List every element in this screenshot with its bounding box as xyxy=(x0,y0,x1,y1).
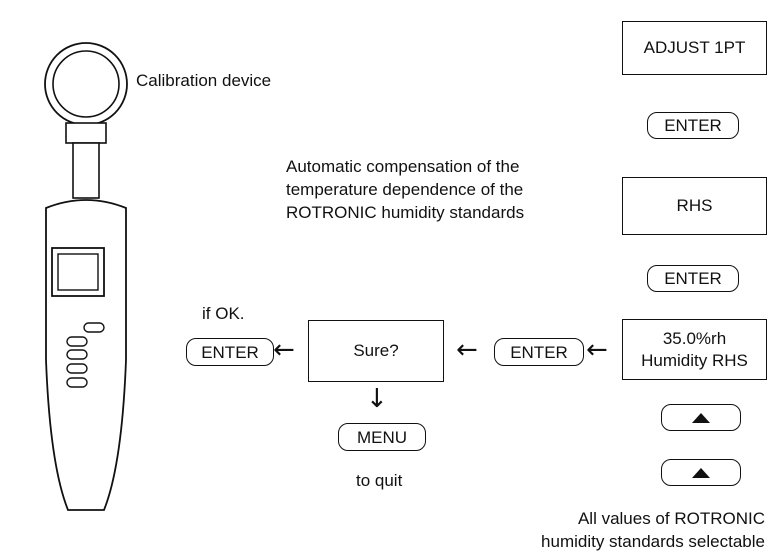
calibration-device-label: Calibration device xyxy=(136,71,272,90)
all-values-text: All values of ROTRONIC humidity standard… xyxy=(541,507,765,553)
screen-humidity-line-2: Humidity RHS xyxy=(641,350,748,370)
device-key-3 xyxy=(66,349,88,360)
down-arrow-icon: ↓ xyxy=(366,384,388,414)
if-ok-label: if OK. xyxy=(202,304,245,323)
probe-head-inner xyxy=(52,50,120,118)
enter-key-2[interactable]: ENTER xyxy=(647,265,739,292)
device-key-2 xyxy=(66,336,88,347)
screen-sure-text: Sure? xyxy=(353,341,399,360)
probe-connector xyxy=(65,122,107,144)
screen-humidity-line-1: 35.0%rh xyxy=(662,328,727,348)
up-triangle-icon xyxy=(692,467,710,478)
left-arrow-icon: ← xyxy=(273,335,295,365)
left-arrow-icon: ← xyxy=(586,335,608,365)
menu-key[interactable]: MENU xyxy=(338,423,426,451)
screen-rhs-text: RHS xyxy=(676,196,713,215)
to-quit-label: to quit xyxy=(356,471,403,490)
auto-compensation-text: Automatic compensation of the temperatur… xyxy=(286,155,524,224)
screen-sure: Sure? xyxy=(308,320,444,382)
device-key-1 xyxy=(83,322,105,333)
device-key-4 xyxy=(66,363,88,374)
screen-adjust-1pt: ADJUST 1PT xyxy=(622,21,767,75)
screen-adjust-text: ADJUST 1PT xyxy=(643,38,746,57)
auto-compensation-line-3: ROTRONIC humidity standards xyxy=(286,203,525,222)
all-values-line-1: All values of ROTRONIC xyxy=(577,509,765,528)
up-key-1[interactable] xyxy=(661,404,741,431)
enter-key-confirm[interactable]: ENTER xyxy=(186,338,274,366)
auto-compensation-line-2: temperature dependence of the xyxy=(286,180,524,199)
screen-rhs: RHS xyxy=(622,177,767,235)
enter-key-3[interactable]: ENTER xyxy=(494,338,584,366)
left-arrow-icon: ← xyxy=(456,335,478,365)
auto-compensation-line-1: Automatic compensation of the xyxy=(286,157,520,176)
up-triangle-icon xyxy=(692,412,710,423)
up-key-2[interactable] xyxy=(661,459,741,486)
screen-humidity-value: 35.0%rh Humidity RHS xyxy=(622,319,767,380)
device-display-inner xyxy=(57,253,99,291)
probe-shaft xyxy=(72,142,100,199)
enter-key-1[interactable]: ENTER xyxy=(647,112,739,139)
all-values-line-2: humidity standards selectable xyxy=(541,532,765,551)
device-key-5 xyxy=(66,377,88,388)
